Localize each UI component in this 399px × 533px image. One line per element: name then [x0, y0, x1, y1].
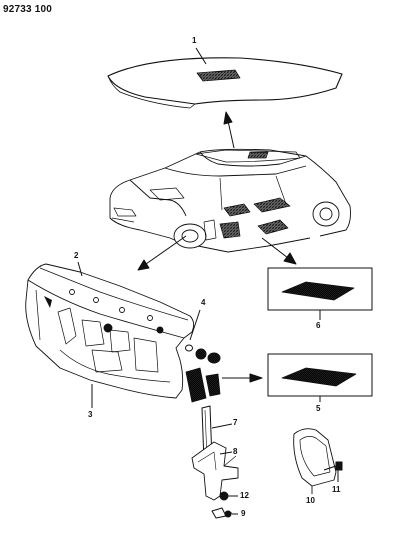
callout-1: 1: [192, 36, 197, 45]
arrow-to-roof: [223, 111, 235, 149]
clip-12: [219, 491, 238, 501]
callout-11: 11: [332, 485, 341, 494]
screw-11: [323, 461, 343, 482]
diagram-code: 92733 100: [3, 4, 53, 15]
bracket-8: [191, 441, 239, 501]
floor-pad-box-6: [267, 267, 373, 311]
callout-12: 12: [240, 491, 249, 500]
callout-9: 9: [241, 509, 246, 518]
leader-line-8: [219, 451, 233, 455]
leader-line-1: [195, 47, 207, 65]
floor-pad-box-5: [267, 353, 373, 397]
callout-7: 7: [233, 418, 238, 427]
cover-10: [293, 428, 337, 494]
arrow-to-floor-pad: [261, 237, 297, 265]
leader-line-2: [77, 261, 83, 277]
vehicle-outline: [109, 148, 351, 253]
callout-2: 2: [74, 251, 79, 260]
grommet-plugs-4: [185, 309, 221, 403]
dash-panel-insulator: [25, 263, 195, 399]
callout-6: 6: [316, 321, 321, 330]
roof-insulator-panel: [107, 57, 343, 109]
arrow-to-pad-5: [222, 373, 263, 383]
leader-line-7: [211, 423, 233, 429]
bolt-9: [211, 507, 238, 519]
callout-5: 5: [316, 404, 321, 413]
callout-3: 3: [88, 410, 93, 419]
callout-4: 4: [201, 298, 206, 307]
arrow-to-dash-panel: [137, 235, 187, 271]
callout-8: 8: [233, 447, 238, 456]
callout-10: 10: [306, 496, 315, 505]
